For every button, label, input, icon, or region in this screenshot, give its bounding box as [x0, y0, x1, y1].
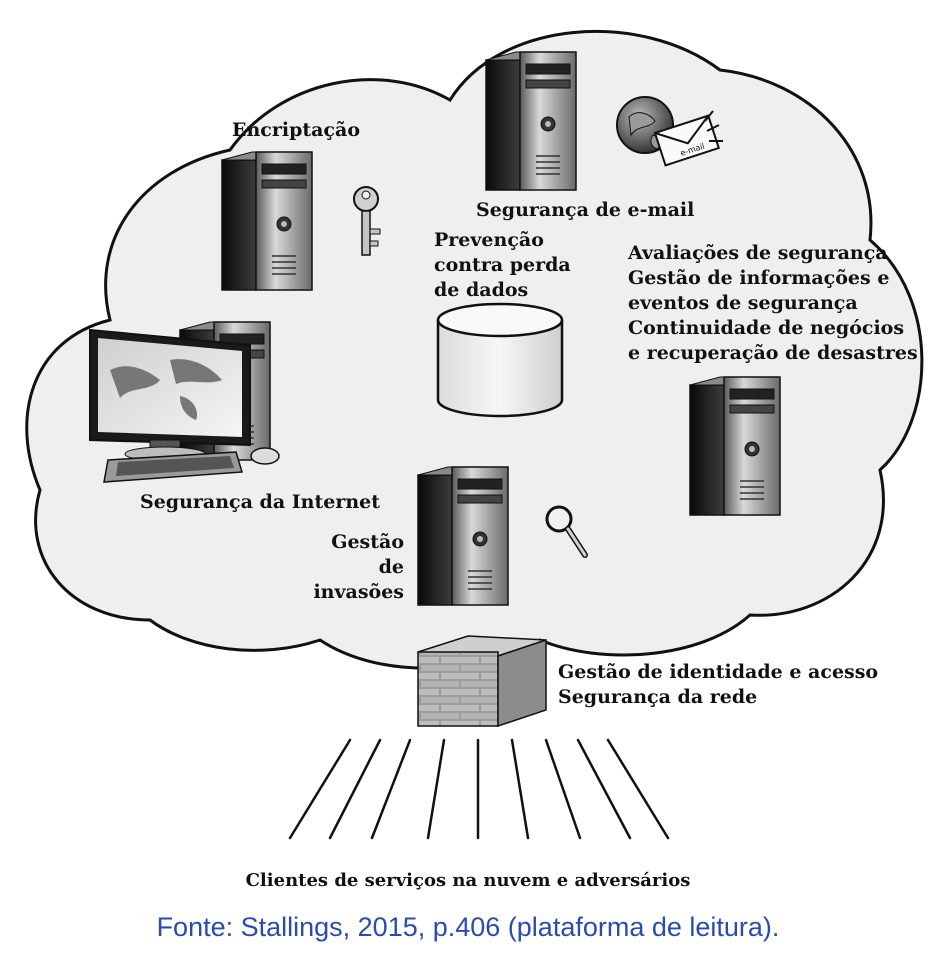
client-lines [288, 738, 670, 840]
globe-email-icon: e-mail [616, 96, 723, 167]
intrusion-management-label: Gestão de invasões [300, 530, 404, 605]
dlp-label-line: Prevenção [434, 229, 544, 251]
email-server-icon [485, 51, 577, 191]
firewall-brick-icon [417, 635, 547, 728]
dlp-label-line: de dados [434, 279, 529, 301]
email-security-label: Segurança de e-mail [476, 199, 695, 221]
magnifier-icon [545, 505, 588, 558]
services-server-icon [689, 376, 781, 516]
encryption-server-icon [221, 151, 313, 291]
services-label-line: Avaliações de segurança [628, 242, 888, 264]
intrusion-server-icon [417, 466, 509, 606]
intrusion-label-line: Gestão de [331, 531, 404, 578]
services-label: Avaliações de segurança Gestão de inform… [628, 241, 918, 366]
network-label-line: Gestão de identidade e acesso [558, 661, 879, 683]
intrusion-label-line: invasões [313, 581, 404, 603]
services-label-line: e recuperação de desastres [628, 342, 918, 364]
source-caption: Fonte: Stallings, 2015, p.406 (plataform… [156, 912, 780, 942]
services-label-line: Continuidade de negócios [628, 317, 905, 339]
database-cylinder-icon [436, 302, 564, 418]
desktop-computer-icon [89, 321, 280, 483]
network-label-line: Segurança da rede [558, 686, 758, 708]
services-label-line: Gestão de informações e [628, 267, 890, 289]
clients-label: Clientes de serviços na nuvem e adversár… [245, 870, 691, 891]
internet-security-label: Segurança da Internet [140, 491, 381, 513]
network-label: Gestão de identidade e acesso Segurança … [558, 660, 878, 710]
dlp-label: Prevenção contra perda de dados [434, 228, 571, 303]
key-icon [353, 186, 381, 256]
services-label-line: eventos de segurança [628, 292, 858, 314]
dlp-label-line: contra perda [434, 254, 571, 276]
encryption-label: Encriptação [232, 119, 361, 141]
